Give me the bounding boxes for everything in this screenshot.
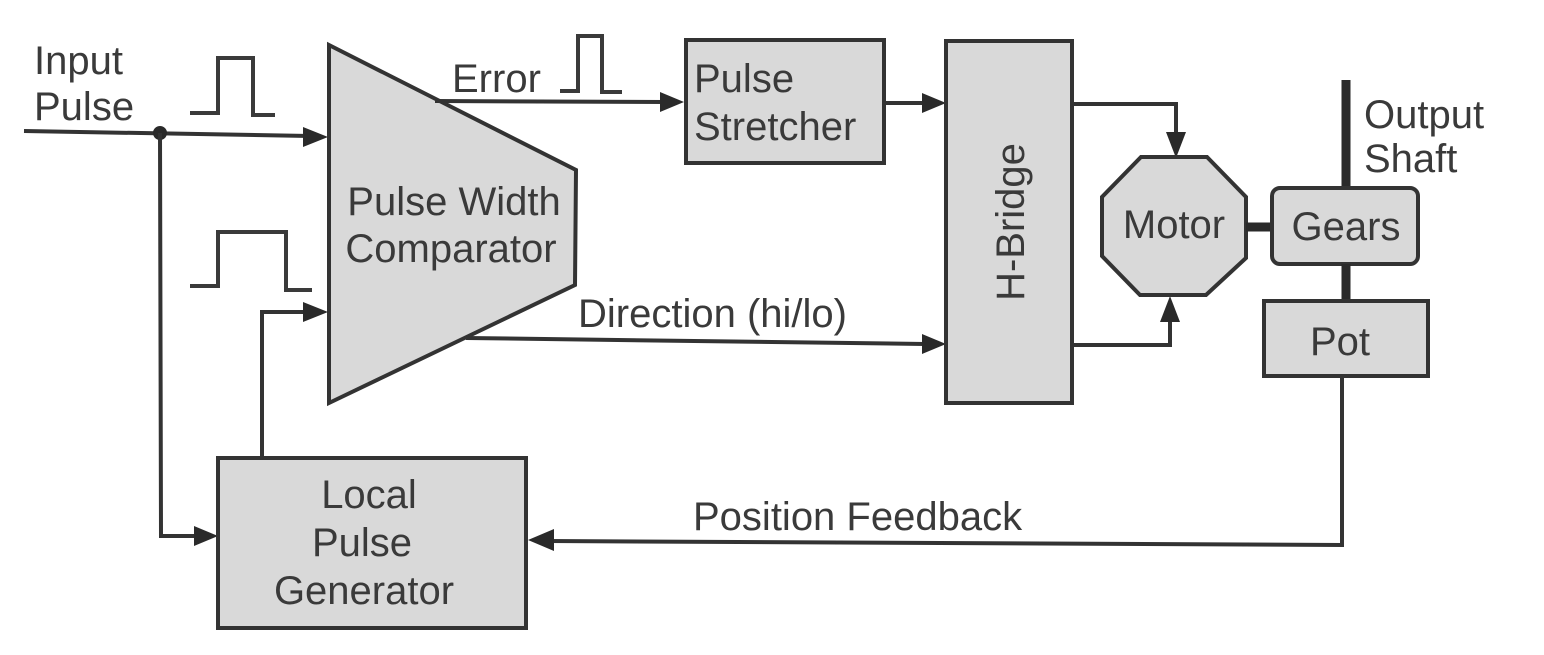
error-arrowhead [660, 92, 684, 112]
feedback-arrowhead [528, 529, 554, 551]
direction-label: Direction (hi/lo) [578, 292, 847, 336]
pulse-stretcher-block [684, 38, 886, 165]
h-bridge-to-motor-top-wire [1072, 102, 1178, 138]
input-pulse-label-line2: Pulse [34, 85, 134, 129]
input-branch-wire [158, 132, 200, 538]
h-bridge-to-motor-bottom-wire [1072, 318, 1172, 347]
input-arrowhead [303, 127, 328, 147]
pot-block [1262, 299, 1430, 378]
input-pulse-label-line1: Input [34, 39, 123, 83]
generator-label-line2: Pulse [312, 521, 412, 565]
stretcher-label-line2: Stretcher [694, 105, 856, 149]
pot-label: Pot [1310, 320, 1370, 364]
stretcher-label-line1: Pulse [694, 57, 794, 101]
position-feedback-wire [547, 376, 1344, 548]
motor-top-arrowhead [1166, 132, 1186, 158]
local-pulse-waveform [190, 230, 312, 292]
h-bridge-label: H-Bridge [989, 143, 1033, 301]
input-pulse-waveform [190, 56, 275, 117]
gears-label: Gears [1292, 205, 1401, 249]
comparator-ref-arrowhead [303, 302, 328, 322]
h-bridge-block [944, 39, 1074, 405]
comparator-label-line1: Pulse Width [347, 180, 560, 224]
error-wire [434, 99, 666, 104]
stretcher-arrowhead [922, 93, 946, 113]
generator-label-line1: Local [321, 473, 417, 517]
comparator-label-line2: Comparator [345, 227, 556, 271]
pulse-width-comparator-block [327, 41, 579, 407]
error-label: Error [452, 57, 541, 101]
direction-arrowhead [922, 334, 946, 354]
position-feedback-label: Position Feedback [693, 495, 1023, 539]
motor-label: Motor [1123, 203, 1225, 247]
local-pulse-generator-block [216, 456, 528, 630]
generator-output-wire [260, 310, 308, 458]
generator-label-line3: Generator [274, 569, 454, 613]
output-shaft-label-line2: Shaft [1364, 137, 1457, 181]
error-pulse-waveform [560, 34, 622, 94]
direction-wire [465, 336, 926, 346]
output-shaft-label-line1: Output [1364, 93, 1484, 137]
generator-input-arrowhead [194, 526, 218, 546]
input-wire [23, 129, 311, 138]
motor-block [1100, 155, 1248, 297]
motor-bottom-arrowhead [1160, 296, 1180, 322]
